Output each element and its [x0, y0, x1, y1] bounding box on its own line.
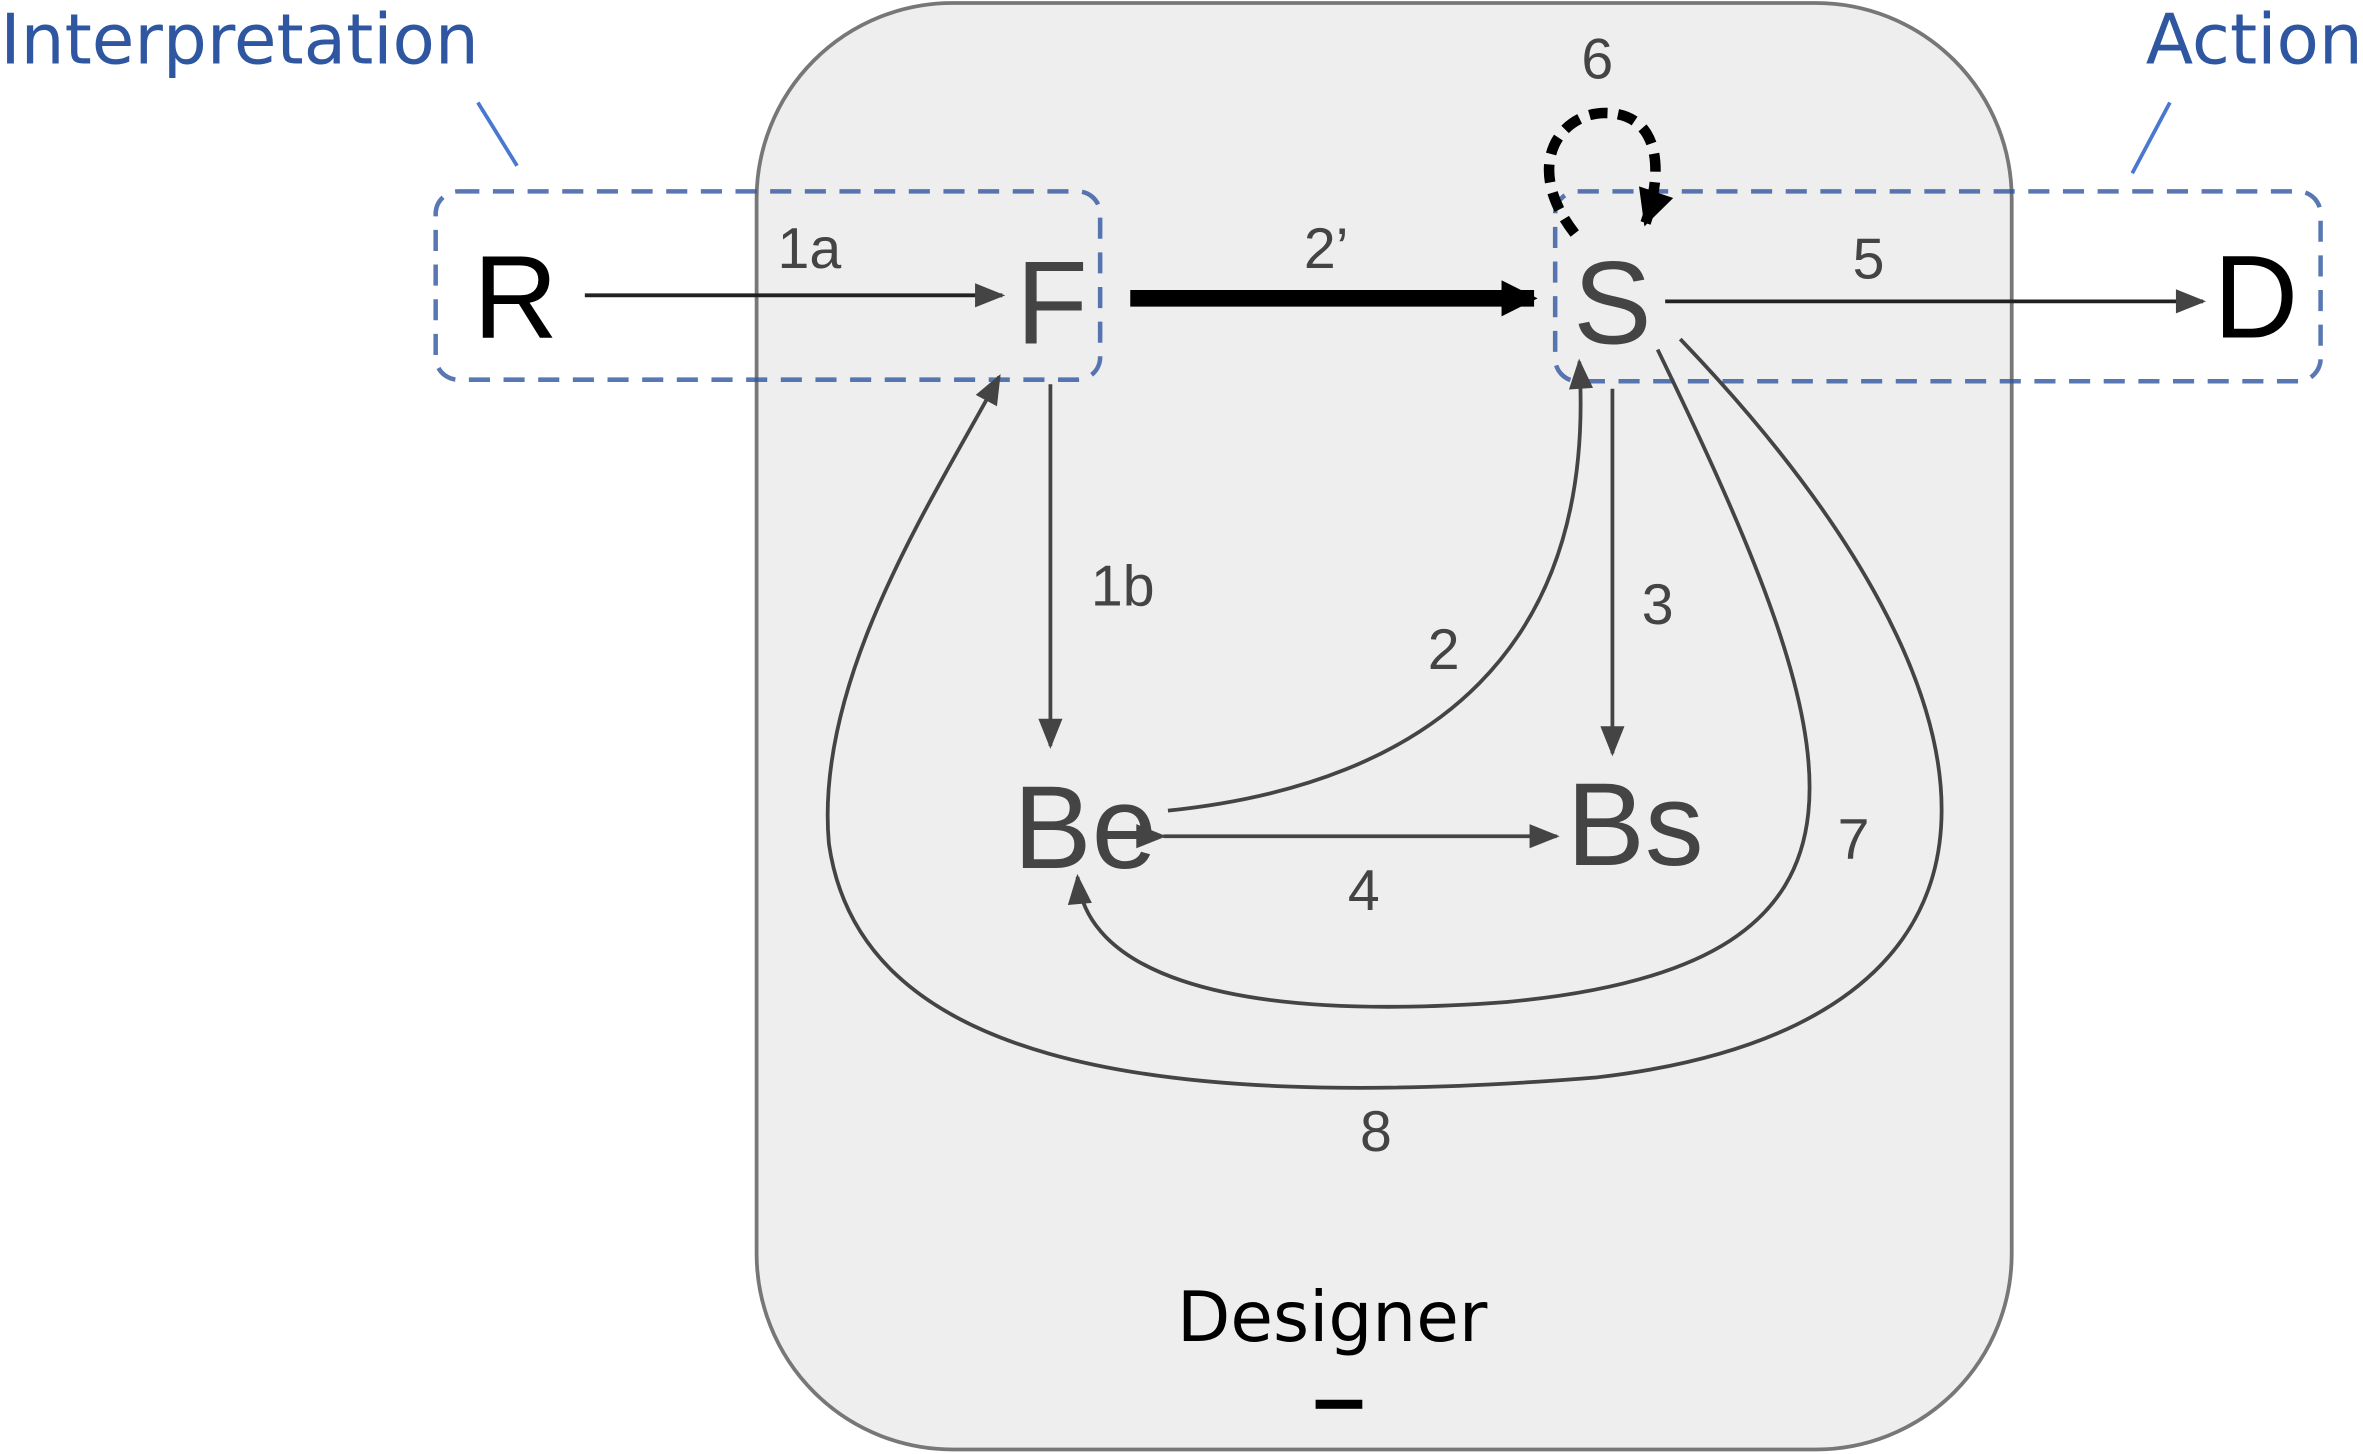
- designer-label: Designer: [1177, 1278, 1488, 1358]
- designer-frame: [754, 1, 2014, 1452]
- node-Be: Be: [1013, 762, 1157, 893]
- node-D: D: [2213, 232, 2298, 363]
- interpretation-label: Interpretation: [0, 0, 479, 80]
- edge-label-1a: 1a: [777, 217, 841, 281]
- edge-label-8: 8: [1360, 1100, 1392, 1164]
- edge-6-self-loop: [1543, 107, 1674, 237]
- edge-label-2prime: 2’: [1304, 217, 1349, 281]
- action-frame: [1552, 189, 2323, 384]
- edge-2: [1167, 358, 1594, 813]
- node-S: S: [1573, 238, 1651, 369]
- node-Bs: Bs: [1566, 759, 1703, 890]
- node-R: R: [473, 232, 558, 363]
- action-label: Action: [2146, 0, 2363, 80]
- edge-label-4: 4: [1348, 859, 1380, 923]
- edge-label-5: 5: [1853, 228, 1885, 292]
- action-leader: [2130, 101, 2172, 175]
- interpretation-leader: [476, 101, 519, 167]
- edge-label-1b: 1b: [1091, 555, 1155, 619]
- edge-label-3: 3: [1642, 573, 1674, 637]
- edge-8: [825, 337, 1944, 1090]
- edge-label-6: 6: [1581, 27, 1613, 91]
- edge-7: [1067, 348, 1812, 1009]
- designer-underline-mark: [1315, 1399, 1363, 1409]
- node-F: F: [1016, 238, 1088, 369]
- edge-label-2: 2: [1428, 618, 1460, 682]
- edge-label-7: 7: [1838, 808, 1870, 872]
